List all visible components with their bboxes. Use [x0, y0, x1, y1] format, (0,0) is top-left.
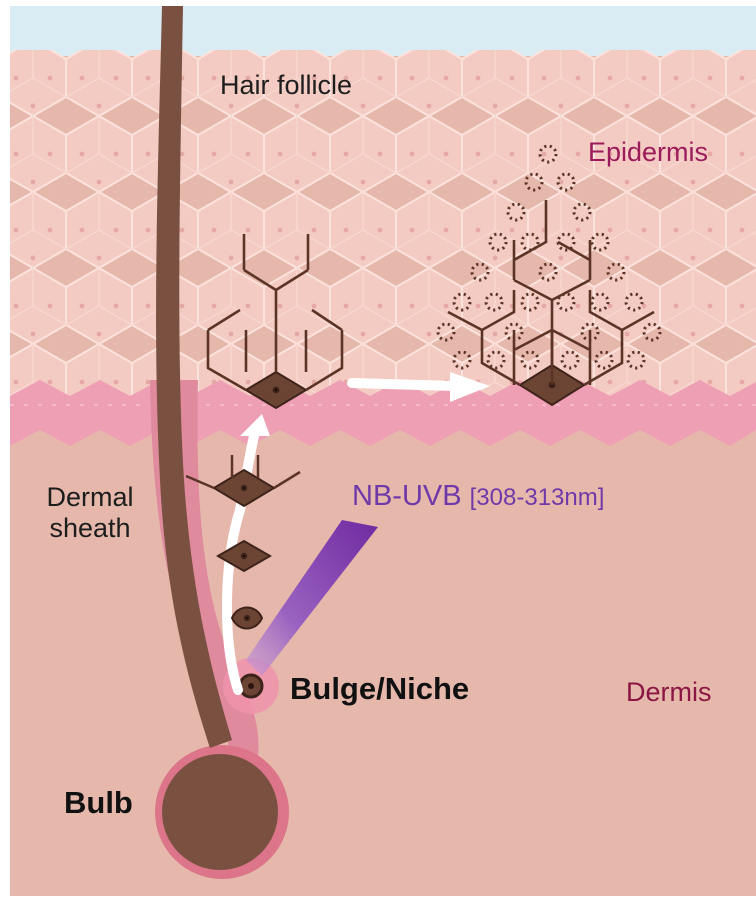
bulb-label: Bulb: [64, 785, 133, 821]
nb-uvb-range: [308-313nm]: [470, 484, 605, 511]
nb-uvb-label: NB-UVB [308-313nm]: [352, 480, 604, 513]
hair-follicle-label: Hair follicle: [220, 70, 352, 101]
nb-uvb-name: NB-UVB: [352, 480, 462, 512]
bulb: [162, 754, 278, 870]
dermal-sheath-label: Dermal sheath: [30, 482, 150, 544]
dermis-label: Dermis: [626, 677, 712, 708]
right-arrow: [352, 383, 455, 386]
epidermis-layer: [10, 50, 756, 396]
bulge-niche-label: Bulge/Niche: [290, 671, 469, 707]
sky: [10, 6, 756, 56]
epidermis-label: Epidermis: [588, 137, 708, 168]
